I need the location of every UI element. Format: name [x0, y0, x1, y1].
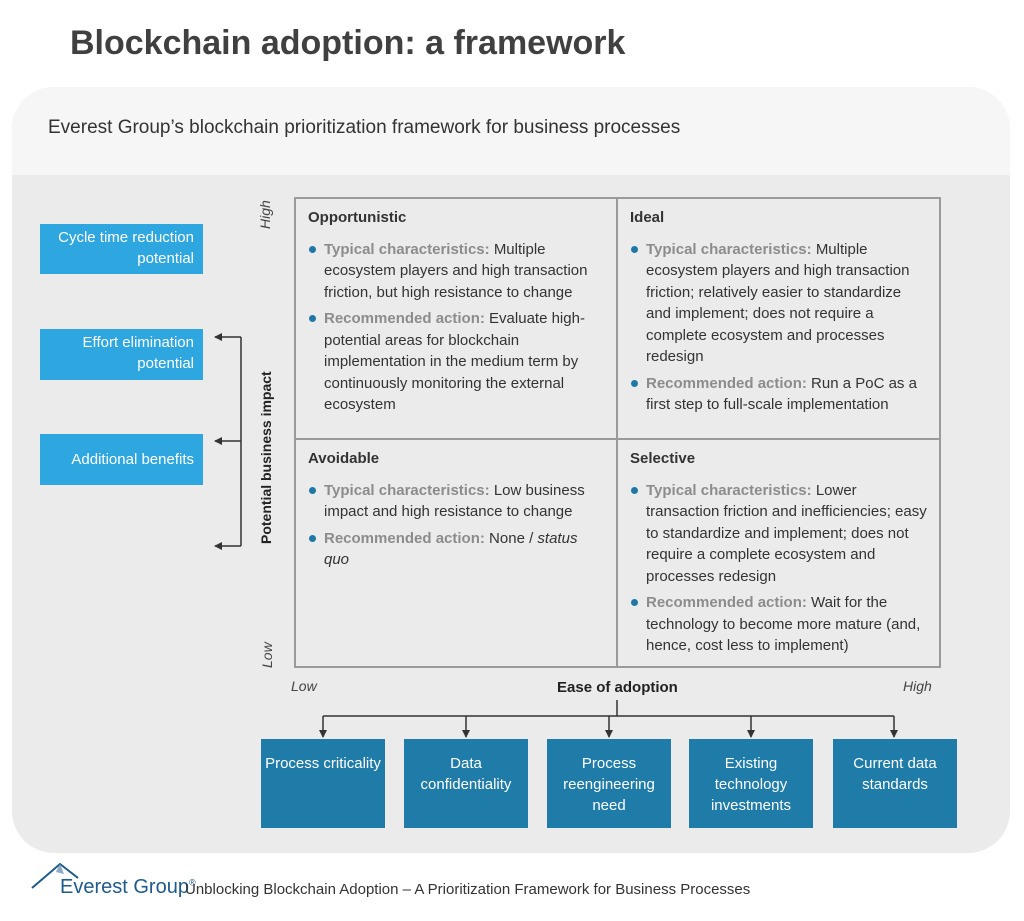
bullet-icon	[309, 315, 316, 322]
bullet-icon	[631, 486, 638, 494]
characteristics-text: Multiple ecosystem players and high tran…	[646, 240, 910, 366]
factor-data-confidentiality: Data confidentiality	[404, 739, 528, 828]
characteristics-label: Typical characteristics:	[324, 240, 490, 258]
x-axis-title: Ease of adoption	[557, 679, 678, 696]
characteristics-label: Typical characteristics:	[646, 481, 812, 499]
quadrant-opportunistic: Opportunistic Typical characteristics: M…	[296, 199, 618, 440]
prioritization-matrix: Opportunistic Typical characteristics: M…	[294, 197, 941, 668]
benefit-box-cycle-time: Cycle time reduction potential	[40, 224, 203, 274]
panel-header: Everest Group’s blockchain prioritizatio…	[12, 87, 1010, 175]
action-item: Recommended action: Wait for the technol…	[630, 592, 927, 657]
bullet-icon	[309, 245, 316, 253]
quadrant-title: Ideal	[630, 209, 665, 226]
action-label: Recommended action:	[646, 594, 807, 611]
characteristics-label: Typical characteristics:	[324, 481, 490, 499]
characteristics-item: Typical characteristics: Lower transacti…	[630, 480, 927, 588]
characteristics-text: Multiple ecosystem players and high tran…	[324, 240, 588, 301]
bullet-icon	[309, 534, 316, 542]
characteristics-item: Typical characteristics: Multiple ecosys…	[308, 239, 604, 304]
action-text: Evaluate high-potential areas for blockc…	[324, 310, 585, 413]
bullet-icon	[309, 486, 316, 494]
y-axis-title: Potential business impact	[258, 371, 274, 544]
quadrant-ideal: Ideal Typical characteristics: Multiple …	[618, 199, 939, 440]
characteristics-text: Low business impact and high resistance …	[324, 481, 585, 521]
action-text: Wait for the technology to become more m…	[646, 594, 921, 654]
y-axis-low-label: Low	[259, 642, 275, 668]
characteristics-text: Lower transaction friction and inefficie…	[646, 481, 927, 585]
action-text-italic: status quo	[324, 529, 578, 569]
x-axis-low-label: Low	[291, 678, 317, 694]
bullet-icon	[631, 599, 638, 606]
action-text: Run a PoC as a first step to full-scale …	[646, 374, 917, 414]
quadrant-selective: Selective Typical characteristics: Lower…	[618, 440, 939, 666]
benefit-box-additional: Additional benefits	[40, 434, 203, 485]
page-title: Blockchain adoption: a framework	[70, 24, 626, 62]
quadrant-title: Selective	[630, 450, 696, 467]
action-item: Recommended action: None / status quo	[308, 528, 604, 571]
panel-subtitle: Everest Group’s blockchain prioritizatio…	[48, 117, 681, 138]
characteristics-item: Typical characteristics: Low business im…	[308, 480, 604, 523]
action-item: Recommended action: Evaluate high-potent…	[308, 308, 604, 416]
x-axis-high-label: High	[903, 678, 932, 694]
characteristics-item: Typical characteristics: Multiple ecosys…	[630, 239, 927, 368]
footer-caption: Unblocking Blockchain Adoption – A Prior…	[185, 881, 751, 898]
bullet-icon	[631, 379, 638, 387]
action-label: Recommended action:	[324, 310, 485, 327]
action-item: Recommended action: Run a PoC as a first…	[630, 373, 927, 416]
factor-process-criticality: Process criticality	[261, 739, 385, 828]
y-axis-high-label: High	[257, 200, 273, 229]
factor-existing-technology: Existing technology investments	[689, 739, 813, 828]
footer-reg-mark: ®	[188, 877, 196, 888]
quadrant-title: Opportunistic	[308, 209, 407, 226]
everest-logo-icon	[31, 862, 79, 889]
quadrant-avoidable: Avoidable Typical characteristics: Low b…	[296, 440, 618, 666]
footer-brand-name: Everest Group	[60, 876, 189, 898]
action-text: None /	[489, 529, 534, 547]
footer-brand: Everest Group®	[60, 876, 196, 899]
action-label: Recommended action:	[646, 374, 807, 392]
action-label: Recommended action:	[324, 529, 485, 547]
characteristics-label: Typical characteristics:	[646, 240, 812, 258]
bullet-icon	[631, 245, 638, 253]
factor-process-reengineering: Process reengineering need	[547, 739, 671, 828]
benefit-box-effort-elimination: Effort elimination potential	[40, 329, 203, 380]
factor-data-standards: Current data standards	[833, 739, 957, 828]
quadrant-title: Avoidable	[308, 450, 380, 467]
